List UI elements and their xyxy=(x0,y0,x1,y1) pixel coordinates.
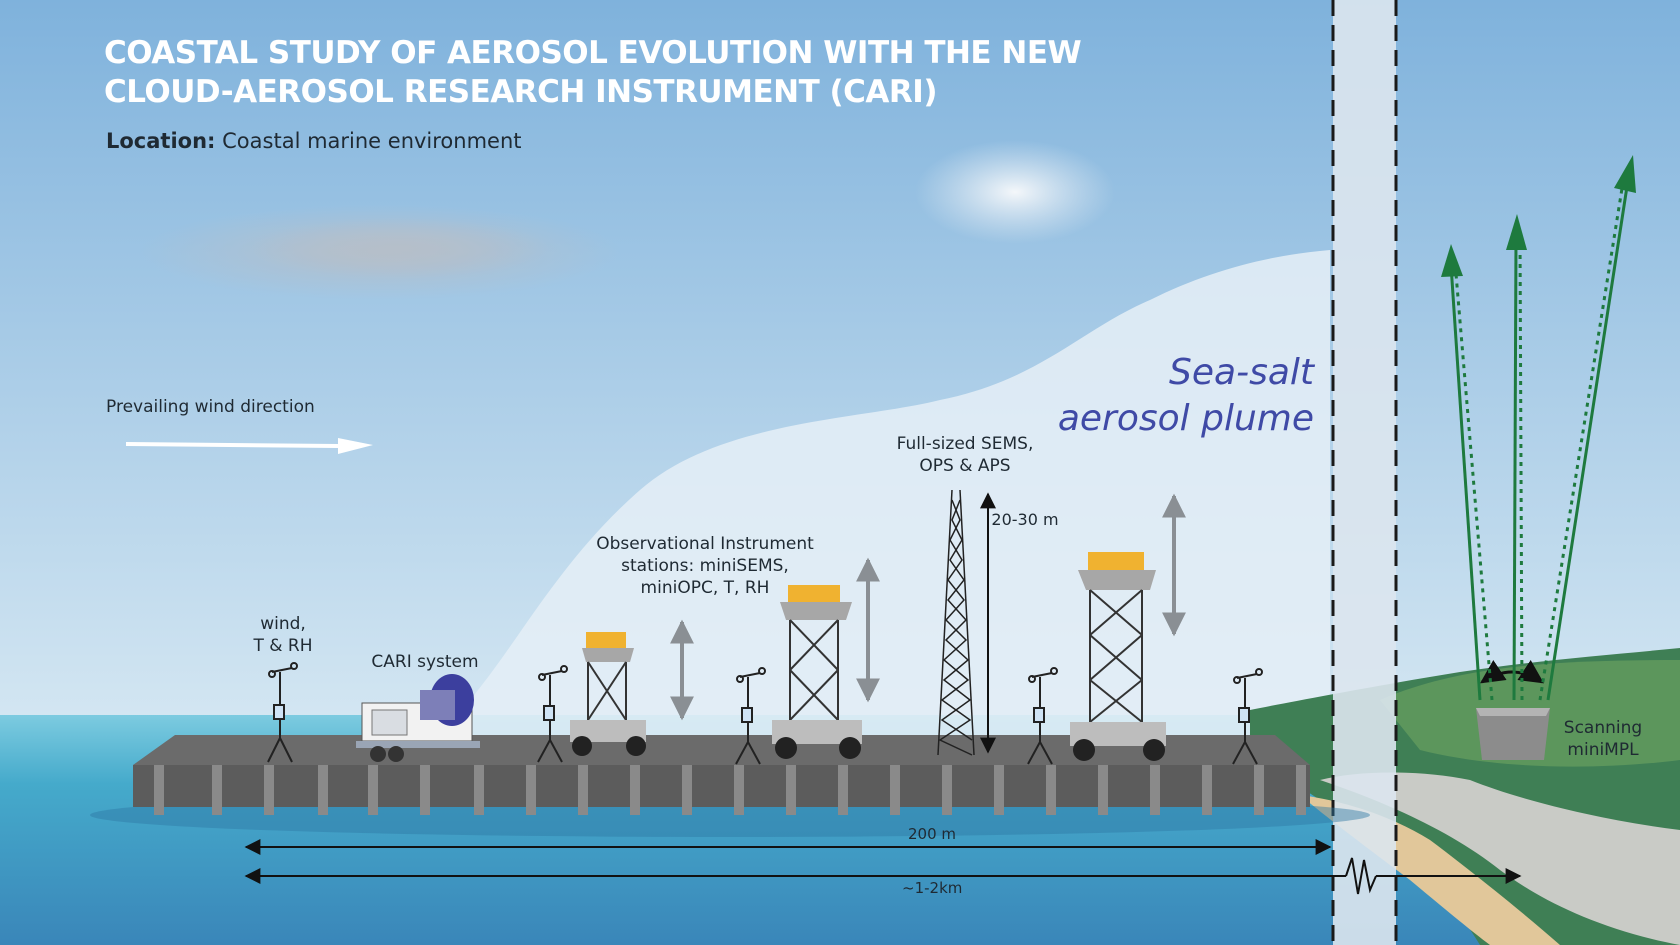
wind-station-label-line-1: wind, xyxy=(260,614,306,634)
weather-station-icon xyxy=(267,662,1263,765)
cari-system-trailer xyxy=(356,674,480,762)
diagram-title: COASTAL STUDY OF AEROSOL EVOLUTION WITH … xyxy=(104,34,1082,112)
scanning-minimpl-label: Scanning miniMPL xyxy=(1548,717,1658,761)
pier-length-label: 200 m xyxy=(908,825,957,843)
cloud-left-core xyxy=(250,218,550,278)
cliff xyxy=(1320,772,1680,945)
wind-arrow xyxy=(126,438,373,454)
full-sized-label-line-2: OPS & APS xyxy=(919,456,1011,476)
scale-break-band xyxy=(1333,0,1396,945)
plume-label: Sea-salt aerosol plume xyxy=(1058,350,1314,442)
title-line-1: COASTAL STUDY OF AEROSOL EVOLUTION WITH … xyxy=(104,35,1082,71)
plume-label-line-1: Sea-salt xyxy=(1169,352,1314,393)
obs-stations-label-line-1: Observational Instrument xyxy=(596,534,814,554)
scanning-minimpl xyxy=(1476,660,1550,760)
lattice-tower xyxy=(937,489,975,756)
scanning-label-line-1: Scanning xyxy=(1563,718,1643,738)
lidar-beams xyxy=(1441,155,1636,701)
tower-height-label: 20-30 m xyxy=(991,510,1059,529)
pier-side xyxy=(133,765,1310,807)
wind-station-label: wind, T & RH xyxy=(238,613,328,657)
location-label: Location: xyxy=(106,129,216,153)
distance-label: ~1-2km xyxy=(902,879,963,897)
plume-label-line-2: aerosol plume xyxy=(1057,398,1314,439)
obs-stations-label: Observational Instrument stations: miniS… xyxy=(580,533,830,599)
wind-station-label-line-2: T & RH xyxy=(253,636,313,656)
obs-stations-label-line-2: stations: miniSEMS, xyxy=(621,556,789,576)
wind-direction-label: Prevailing wind direction xyxy=(106,397,315,417)
location-value: Coastal marine environment xyxy=(222,129,522,153)
scanning-label-line-2: miniMPL xyxy=(1567,740,1639,760)
full-sized-label: Full-sized SEMS, OPS & APS xyxy=(880,433,1050,477)
instrument-station-lift xyxy=(570,552,1166,761)
obs-stations-label-line-3: miniOPC, T, RH xyxy=(640,578,770,598)
title-line-2: CLOUD-AEROSOL RESEARCH INSTRUMENT (CARI) xyxy=(104,74,938,110)
distance-arrow xyxy=(244,857,1522,895)
cloud-right xyxy=(915,140,1115,244)
cari-label: CARI system xyxy=(371,652,479,672)
pier-pilings xyxy=(154,765,1306,815)
full-sized-label-line-1: Full-sized SEMS, xyxy=(896,434,1034,454)
location-line: Location: Coastal marine environment xyxy=(106,129,522,153)
vertical-motion-arrows xyxy=(670,493,1186,721)
